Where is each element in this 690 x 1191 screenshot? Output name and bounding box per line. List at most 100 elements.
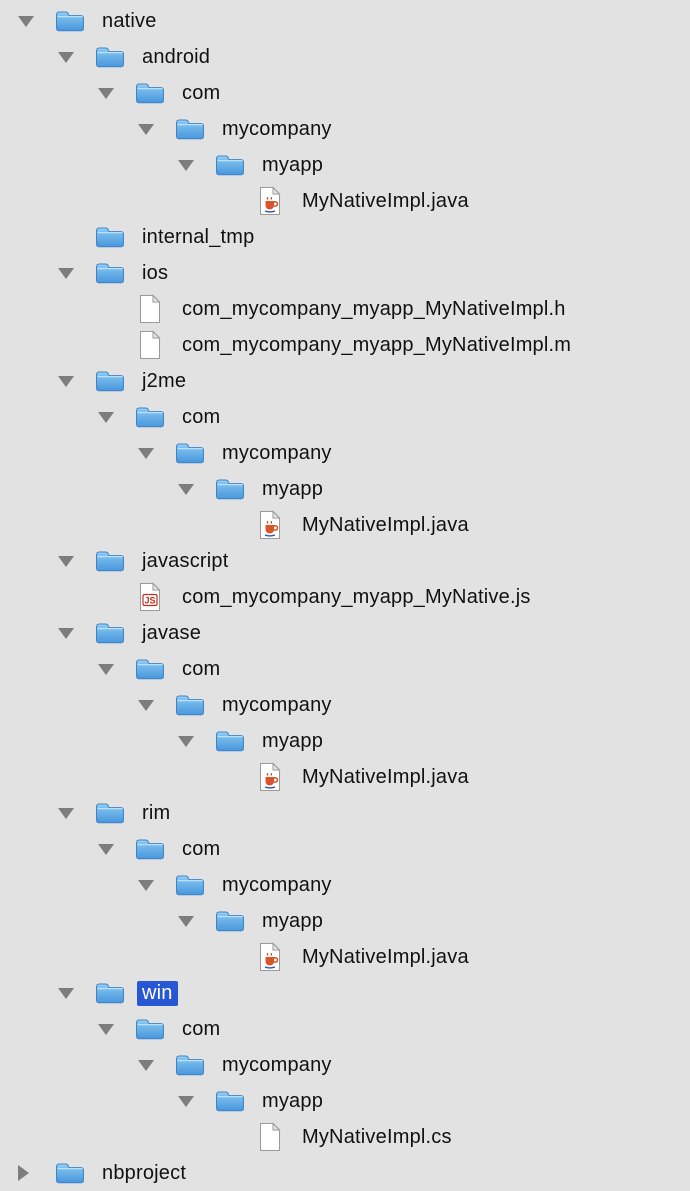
tree-row-myapp[interactable]: myapp [0,723,690,759]
tree-row-label[interactable]: android [142,45,211,68]
tree-row-com[interactable]: com [0,1011,690,1047]
tree-row-label[interactable]: nbproject [102,1161,187,1184]
tree-row-label[interactable]: MyNativeImpl.java [302,765,469,788]
tree-row-label[interactable]: mycompany [222,441,332,464]
disclosure-triangle-icon[interactable] [138,124,175,135]
java-file-icon [255,942,285,972]
disclosure-triangle-icon[interactable] [18,16,55,27]
tree-row-myapp[interactable]: myapp [0,471,690,507]
tree-row-label[interactable]: ios [142,261,169,284]
tree-row-com[interactable]: com [0,399,690,435]
tree-row-ios[interactable]: ios [0,255,690,291]
disclosure-triangle-icon[interactable] [58,556,95,567]
tree-row-label[interactable]: rim [142,801,171,824]
tree-row-mycompany[interactable]: mycompany [0,687,690,723]
indent-spacer [0,345,98,346]
tree-row-label[interactable]: j2me [142,369,187,392]
disclosure-triangle-icon[interactable] [138,1060,175,1071]
tree-row-label[interactable]: mycompany [222,693,332,716]
tree-row-label[interactable]: com_mycompany_myapp_MyNativeImpl.m [182,333,572,356]
disclosure-triangle-icon[interactable] [98,412,135,423]
disclosure-triangle-icon[interactable] [138,880,175,891]
tree-row-mynativeimpl-cs[interactable]: MyNativeImpl.cs [0,1119,690,1155]
tree-row-native[interactable]: native [0,3,690,39]
disclosure-triangle-icon[interactable] [58,268,95,279]
disclosure-triangle-icon[interactable] [58,808,95,819]
tree-row-internal-tmp[interactable]: internal_tmp [0,219,690,255]
disclosure-triangle-icon[interactable] [58,52,95,63]
tree-row-label[interactable]: myapp [262,1089,324,1112]
document-file-icon [255,1122,285,1152]
tree-row-label[interactable]: internal_tmp [142,225,255,248]
tree-row-myapp[interactable]: myapp [0,1083,690,1119]
tree-row-javase[interactable]: javase [0,615,690,651]
disclosure-triangle-icon[interactable] [18,1165,55,1181]
tree-row-label[interactable]: native [102,9,157,32]
disclosure-triangle-icon[interactable] [98,844,135,855]
tree-row-mynativeimpl-java[interactable]: MyNativeImpl.java [0,507,690,543]
indent-spacer [0,237,58,238]
tree-row-label[interactable]: myapp [262,909,324,932]
tree-row-mycompany[interactable]: mycompany [0,867,690,903]
tree-row-label[interactable]: MyNativeImpl.java [302,513,469,536]
folder-icon [95,222,125,252]
tree-row-com-mycompany-myapp-mynative-js[interactable]: JS com_mycompany_myapp_MyNative.js [0,579,690,615]
tree-row-com[interactable]: com [0,75,690,111]
disclosure-triangle-icon[interactable] [178,1096,215,1107]
tree-row-myapp[interactable]: myapp [0,903,690,939]
disclosure-triangle-icon[interactable] [58,376,95,387]
tree-row-label[interactable]: com_mycompany_myapp_MyNativeImpl.h [182,297,566,320]
tree-row-label[interactable]: MyNativeImpl.java [302,189,469,212]
disclosure-triangle-icon[interactable] [58,628,95,639]
tree-row-mynativeimpl-java[interactable]: MyNativeImpl.java [0,939,690,975]
tree-row-label[interactable]: mycompany [222,1053,332,1076]
tree-row-label[interactable]: MyNativeImpl.cs [302,1125,452,1148]
tree-row-mynativeimpl-java[interactable]: MyNativeImpl.java [0,759,690,795]
disclosure-triangle-icon[interactable] [178,916,215,927]
tree-row-label[interactable]: com [182,1017,221,1040]
tree-row-label[interactable]: myapp [262,729,324,752]
tree-row-label[interactable]: MyNativeImpl.java [302,945,469,968]
tree-row-mycompany[interactable]: mycompany [0,111,690,147]
tree-row-mycompany[interactable]: mycompany [0,435,690,471]
tree-row-label[interactable]: myapp [262,153,324,176]
disclosure-triangle-icon[interactable] [98,664,135,675]
tree-row-label[interactable]: win [137,980,178,1006]
tree-row-nbproject[interactable]: nbproject [0,1155,690,1191]
tree-row-label[interactable]: com [182,405,221,428]
tree-row-com[interactable]: com [0,651,690,687]
document-file-icon [135,294,165,324]
disclosure-triangle-icon[interactable] [138,700,175,711]
tree-row-mynativeimpl-java[interactable]: MyNativeImpl.java [0,183,690,219]
tree-row-mycompany[interactable]: mycompany [0,1047,690,1083]
tree-row-rim[interactable]: rim [0,795,690,831]
disclosure-triangle-icon[interactable] [178,160,215,171]
tree-row-com-mycompany-myapp-mynativeimpl-m[interactable]: com_mycompany_myapp_MyNativeImpl.m [0,327,690,363]
tree-row-j2me[interactable]: j2me [0,363,690,399]
tree-row-label[interactable]: mycompany [222,873,332,896]
tree-row-javascript[interactable]: javascript [0,543,690,579]
tree-row-label[interactable]: com_mycompany_myapp_MyNative.js [182,585,531,608]
js-file-icon: JS [135,582,165,612]
disclosure-triangle-icon[interactable] [58,988,95,999]
tree-row-label[interactable]: mycompany [222,117,332,140]
tree-row-label[interactable]: com [182,837,221,860]
tree-row-com-mycompany-myapp-mynativeimpl-h[interactable]: com_mycompany_myapp_MyNativeImpl.h [0,291,690,327]
disclosure-triangle-icon[interactable] [98,88,135,99]
java-file-icon [255,186,285,216]
tree-row-label[interactable]: com [182,657,221,680]
tree-row-label[interactable]: myapp [262,477,324,500]
tree-row-com[interactable]: com [0,831,690,867]
disclosure-triangle-icon[interactable] [98,1024,135,1035]
tree-row-android[interactable]: android [0,39,690,75]
tree-row-label[interactable]: javase [142,621,202,644]
disclosure-triangle-icon[interactable] [138,448,175,459]
disclosure-triangle-icon[interactable] [178,736,215,747]
tree-row-myapp[interactable]: myapp [0,147,690,183]
tree-row-label[interactable]: com [182,81,221,104]
java-file-icon [255,762,285,792]
disclosure-triangle-icon[interactable] [178,484,215,495]
tree-row-win[interactable]: win [0,975,690,1011]
tree-row-label[interactable]: javascript [142,549,229,572]
indent-spacer [0,813,58,814]
